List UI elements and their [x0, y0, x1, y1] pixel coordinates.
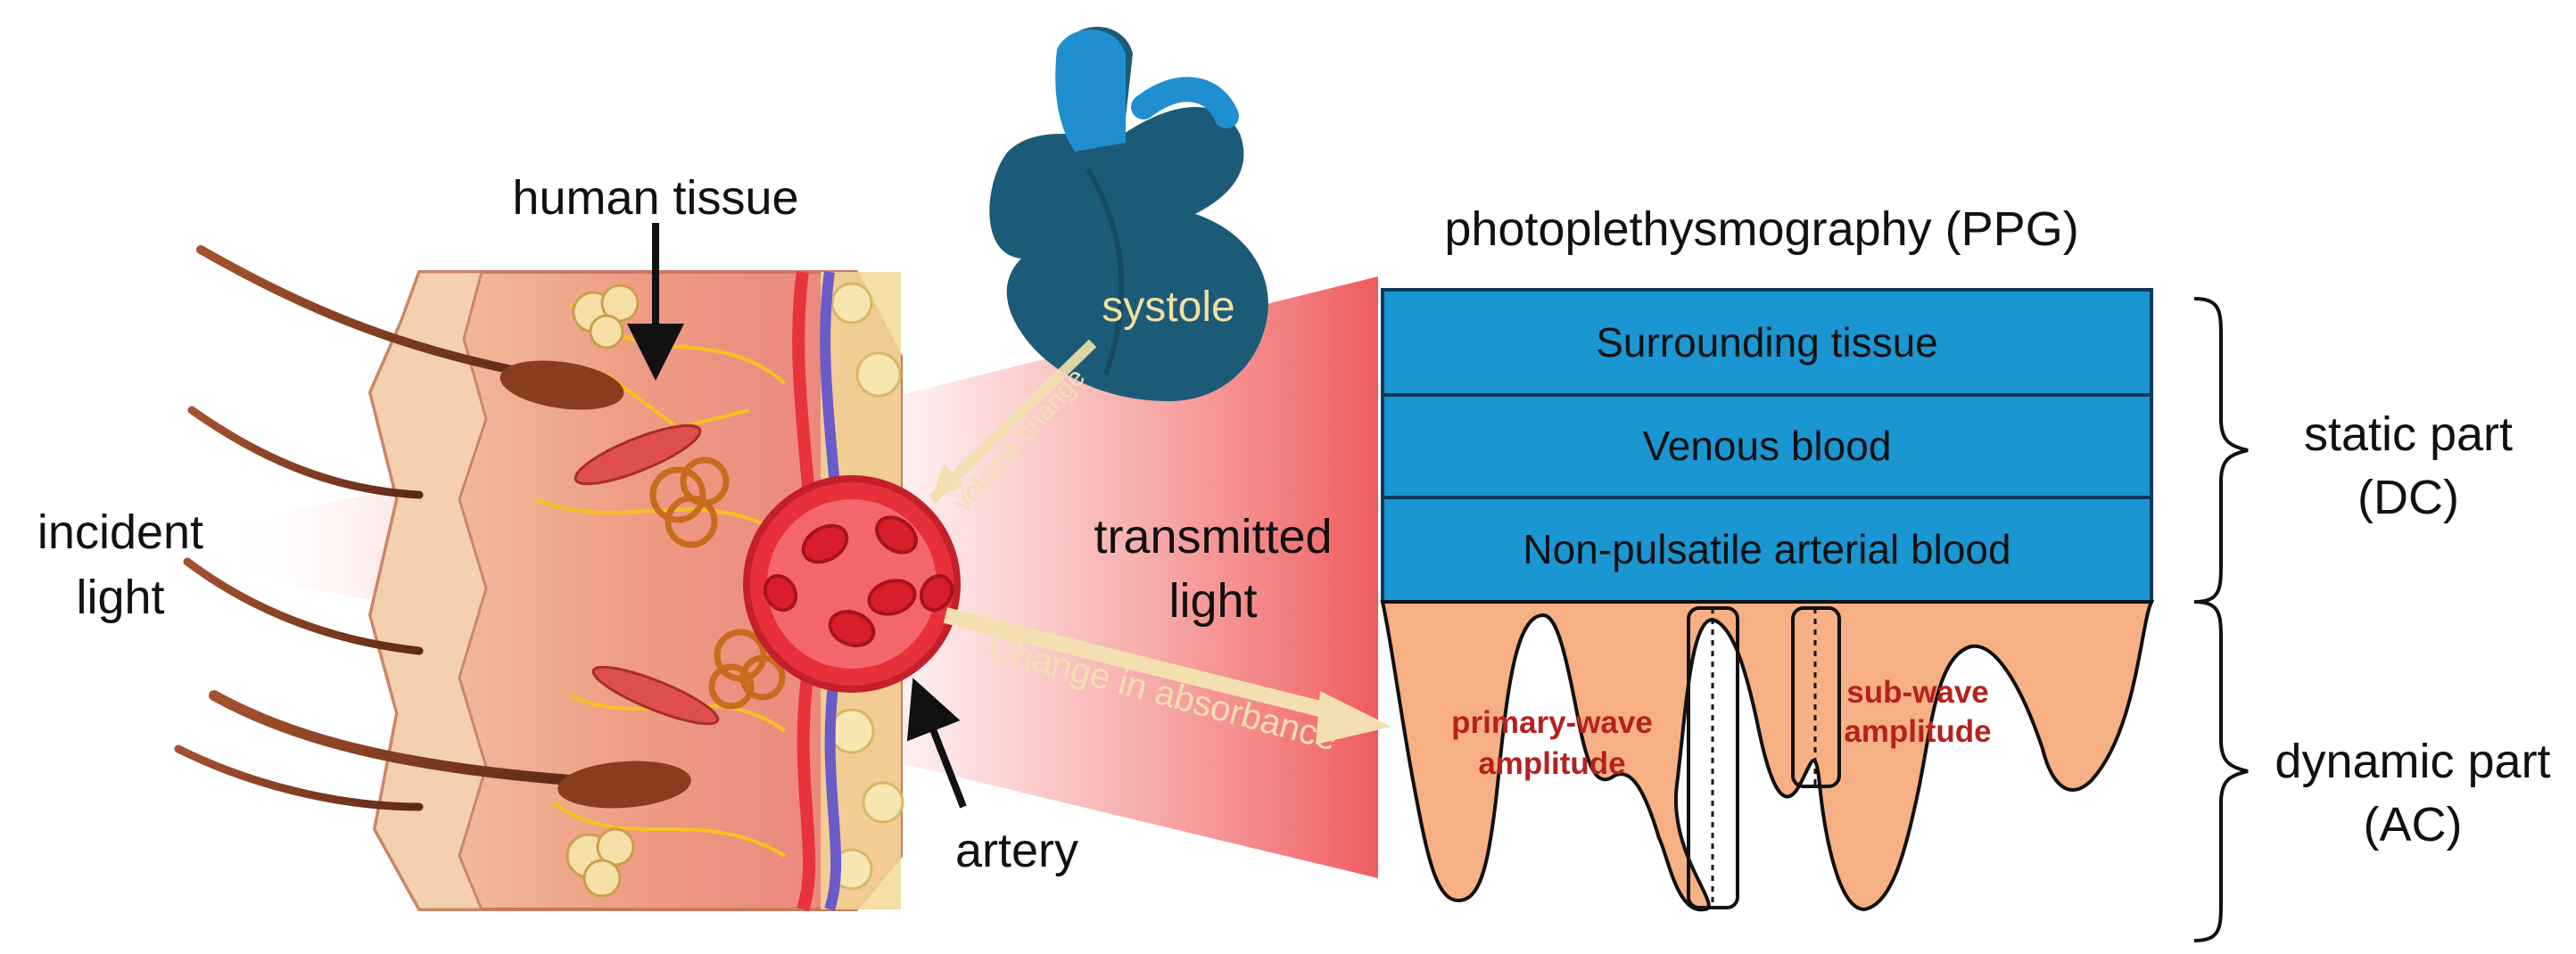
incident-light-label-line2: light [76, 571, 164, 624]
volume-change-arrow [928, 339, 1097, 504]
primary-wave-label-line1: primary-wave [1451, 705, 1653, 740]
incident-light-label-line1: incident [37, 506, 203, 559]
artery-cross-section [743, 475, 961, 693]
layer-label-arterial: Non-pulsatile arterial blood [1523, 526, 2010, 572]
layer-stack: Surrounding tissue Venous blood Non-puls… [1381, 288, 2153, 604]
static-part-label-line2: (DC) [2357, 471, 2459, 524]
transmitted-light-label-line1: transmitted [1094, 510, 1332, 563]
primary-wave-label-line2: amplitude [1478, 746, 1625, 781]
ppg-title: photoplethysmography (PPG) [1444, 202, 2078, 256]
artery-label: artery [955, 824, 1078, 877]
transmitted-light-label-line2: light [1168, 574, 1257, 628]
heart-illustration [989, 27, 1268, 401]
static-part-label-line1: static part [2304, 407, 2513, 461]
dynamic-part-brace [2193, 600, 2249, 942]
tissue-cross-section [367, 270, 904, 912]
layer-label-surrounding: Surrounding tissue [1596, 319, 1938, 366]
artery-arrow [906, 678, 967, 809]
absorbance-arrow [943, 607, 1391, 744]
hair-strands [174, 245, 576, 811]
layer-label-venous: Venous blood [1643, 423, 1892, 469]
sub-wave-bracket [1791, 606, 1841, 788]
sub-wave-label-line1: sub-wave [1846, 675, 1989, 710]
static-part-brace [2193, 297, 2249, 604]
dynamic-part-label-line1: dynamic part [2275, 735, 2550, 788]
sub-wave-label-line2: amplitude [1844, 714, 1991, 749]
systole-label: systole [1102, 284, 1234, 331]
dynamic-part-label-line2: (AC) [2364, 798, 2463, 851]
ppg-waveform [1380, 600, 2155, 912]
primary-wave-bracket [1687, 606, 1739, 909]
human-tissue-label: human tissue [512, 171, 798, 225]
hair-follicles [500, 360, 691, 809]
